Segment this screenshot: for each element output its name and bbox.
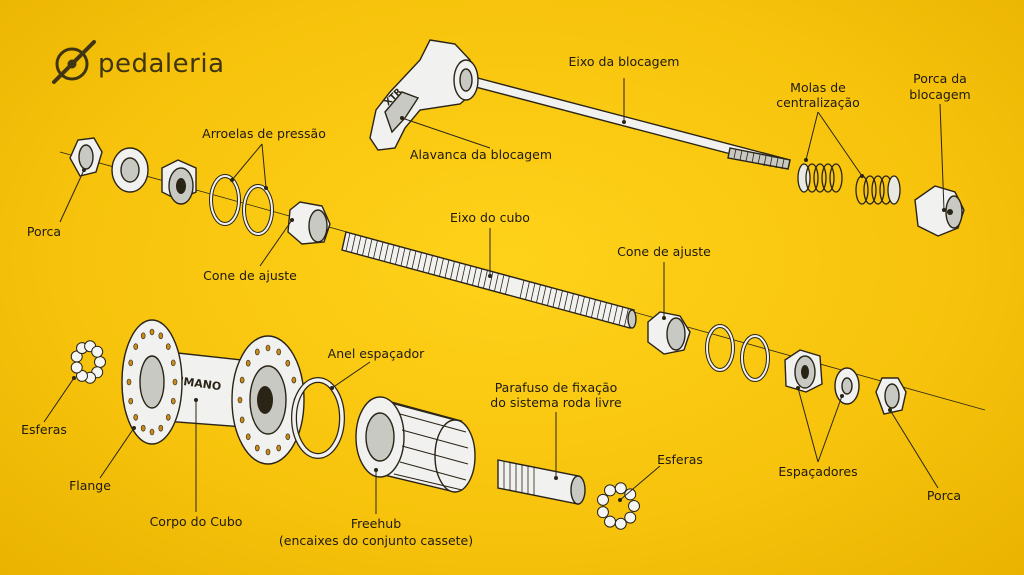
left-spacer-ring (111, 147, 149, 193)
freehub-body (355, 396, 476, 493)
right-washer-1 (705, 324, 735, 372)
quick-release-lever: XTR (369, 39, 479, 151)
spacer-ring (291, 377, 345, 459)
label-qr-nut-line2: blocagem (909, 87, 970, 102)
right-adjusting-cone (647, 311, 691, 355)
label-left-nut: Porca (27, 224, 61, 239)
right-washer-2 (740, 334, 770, 382)
label-freehub-line1: Freehub (351, 516, 401, 531)
label-skewer: Eixo da blocagem (569, 54, 680, 69)
freehub-fixing-bolt (497, 459, 586, 505)
label-fixing-bolt-line1: Parafuso de fixação (495, 380, 618, 395)
brand-name: pedaleria (98, 49, 225, 79)
centering-springs (797, 163, 901, 205)
right-nut (875, 377, 907, 415)
hub-axle (341, 231, 637, 329)
bearing-balls-right (596, 482, 640, 530)
left-adjusting-cone (287, 201, 331, 245)
label-balls-right: Esferas (657, 452, 703, 467)
label-spacer-ring: Anel espaçador (328, 346, 426, 361)
label-fixing-bolt-line2: do sistema roda livre (490, 395, 622, 410)
label-balls-left: Esferas (21, 422, 67, 437)
hub-flange-right (231, 335, 305, 465)
label-freehub-line2: (encaixes do conjunto cassete) (279, 533, 473, 548)
label-hub-axle: Eixo do cubo (450, 210, 530, 225)
label-left-cone: Cone de ajuste (203, 268, 297, 283)
bearing-balls-left (70, 340, 106, 384)
label-qr-lever: Alavanca da blocagem (410, 147, 552, 162)
left-nut (69, 137, 103, 177)
pedal-crank-icon (52, 40, 96, 84)
label-lock-washers: Arroelas de pressão (202, 126, 326, 141)
right-spacer-large (784, 349, 823, 393)
leader-lines (43, 78, 946, 514)
label-qr-nut-line1: Porca da (913, 71, 967, 86)
hub-flange-left (121, 319, 183, 445)
right-spacer-small (834, 367, 860, 405)
left-spacer-cylinder (161, 159, 197, 205)
label-right-cone: Cone de ajuste (617, 244, 711, 259)
label-hub-body: Corpo do Cubo (150, 514, 243, 529)
label-spacers: Espaçadores (778, 464, 857, 479)
lock-washer-2 (242, 184, 274, 236)
label-flange: Flange (69, 478, 111, 493)
labels: Eixo da blocagem Alavanca da blocagem Mo… (21, 54, 971, 548)
quick-release-nut (914, 185, 965, 237)
label-springs-line1: Molas de (790, 80, 846, 95)
label-springs-line2: centralização (776, 95, 860, 110)
label-right-nut: Porca (927, 488, 961, 503)
lock-washer-1 (209, 174, 241, 226)
